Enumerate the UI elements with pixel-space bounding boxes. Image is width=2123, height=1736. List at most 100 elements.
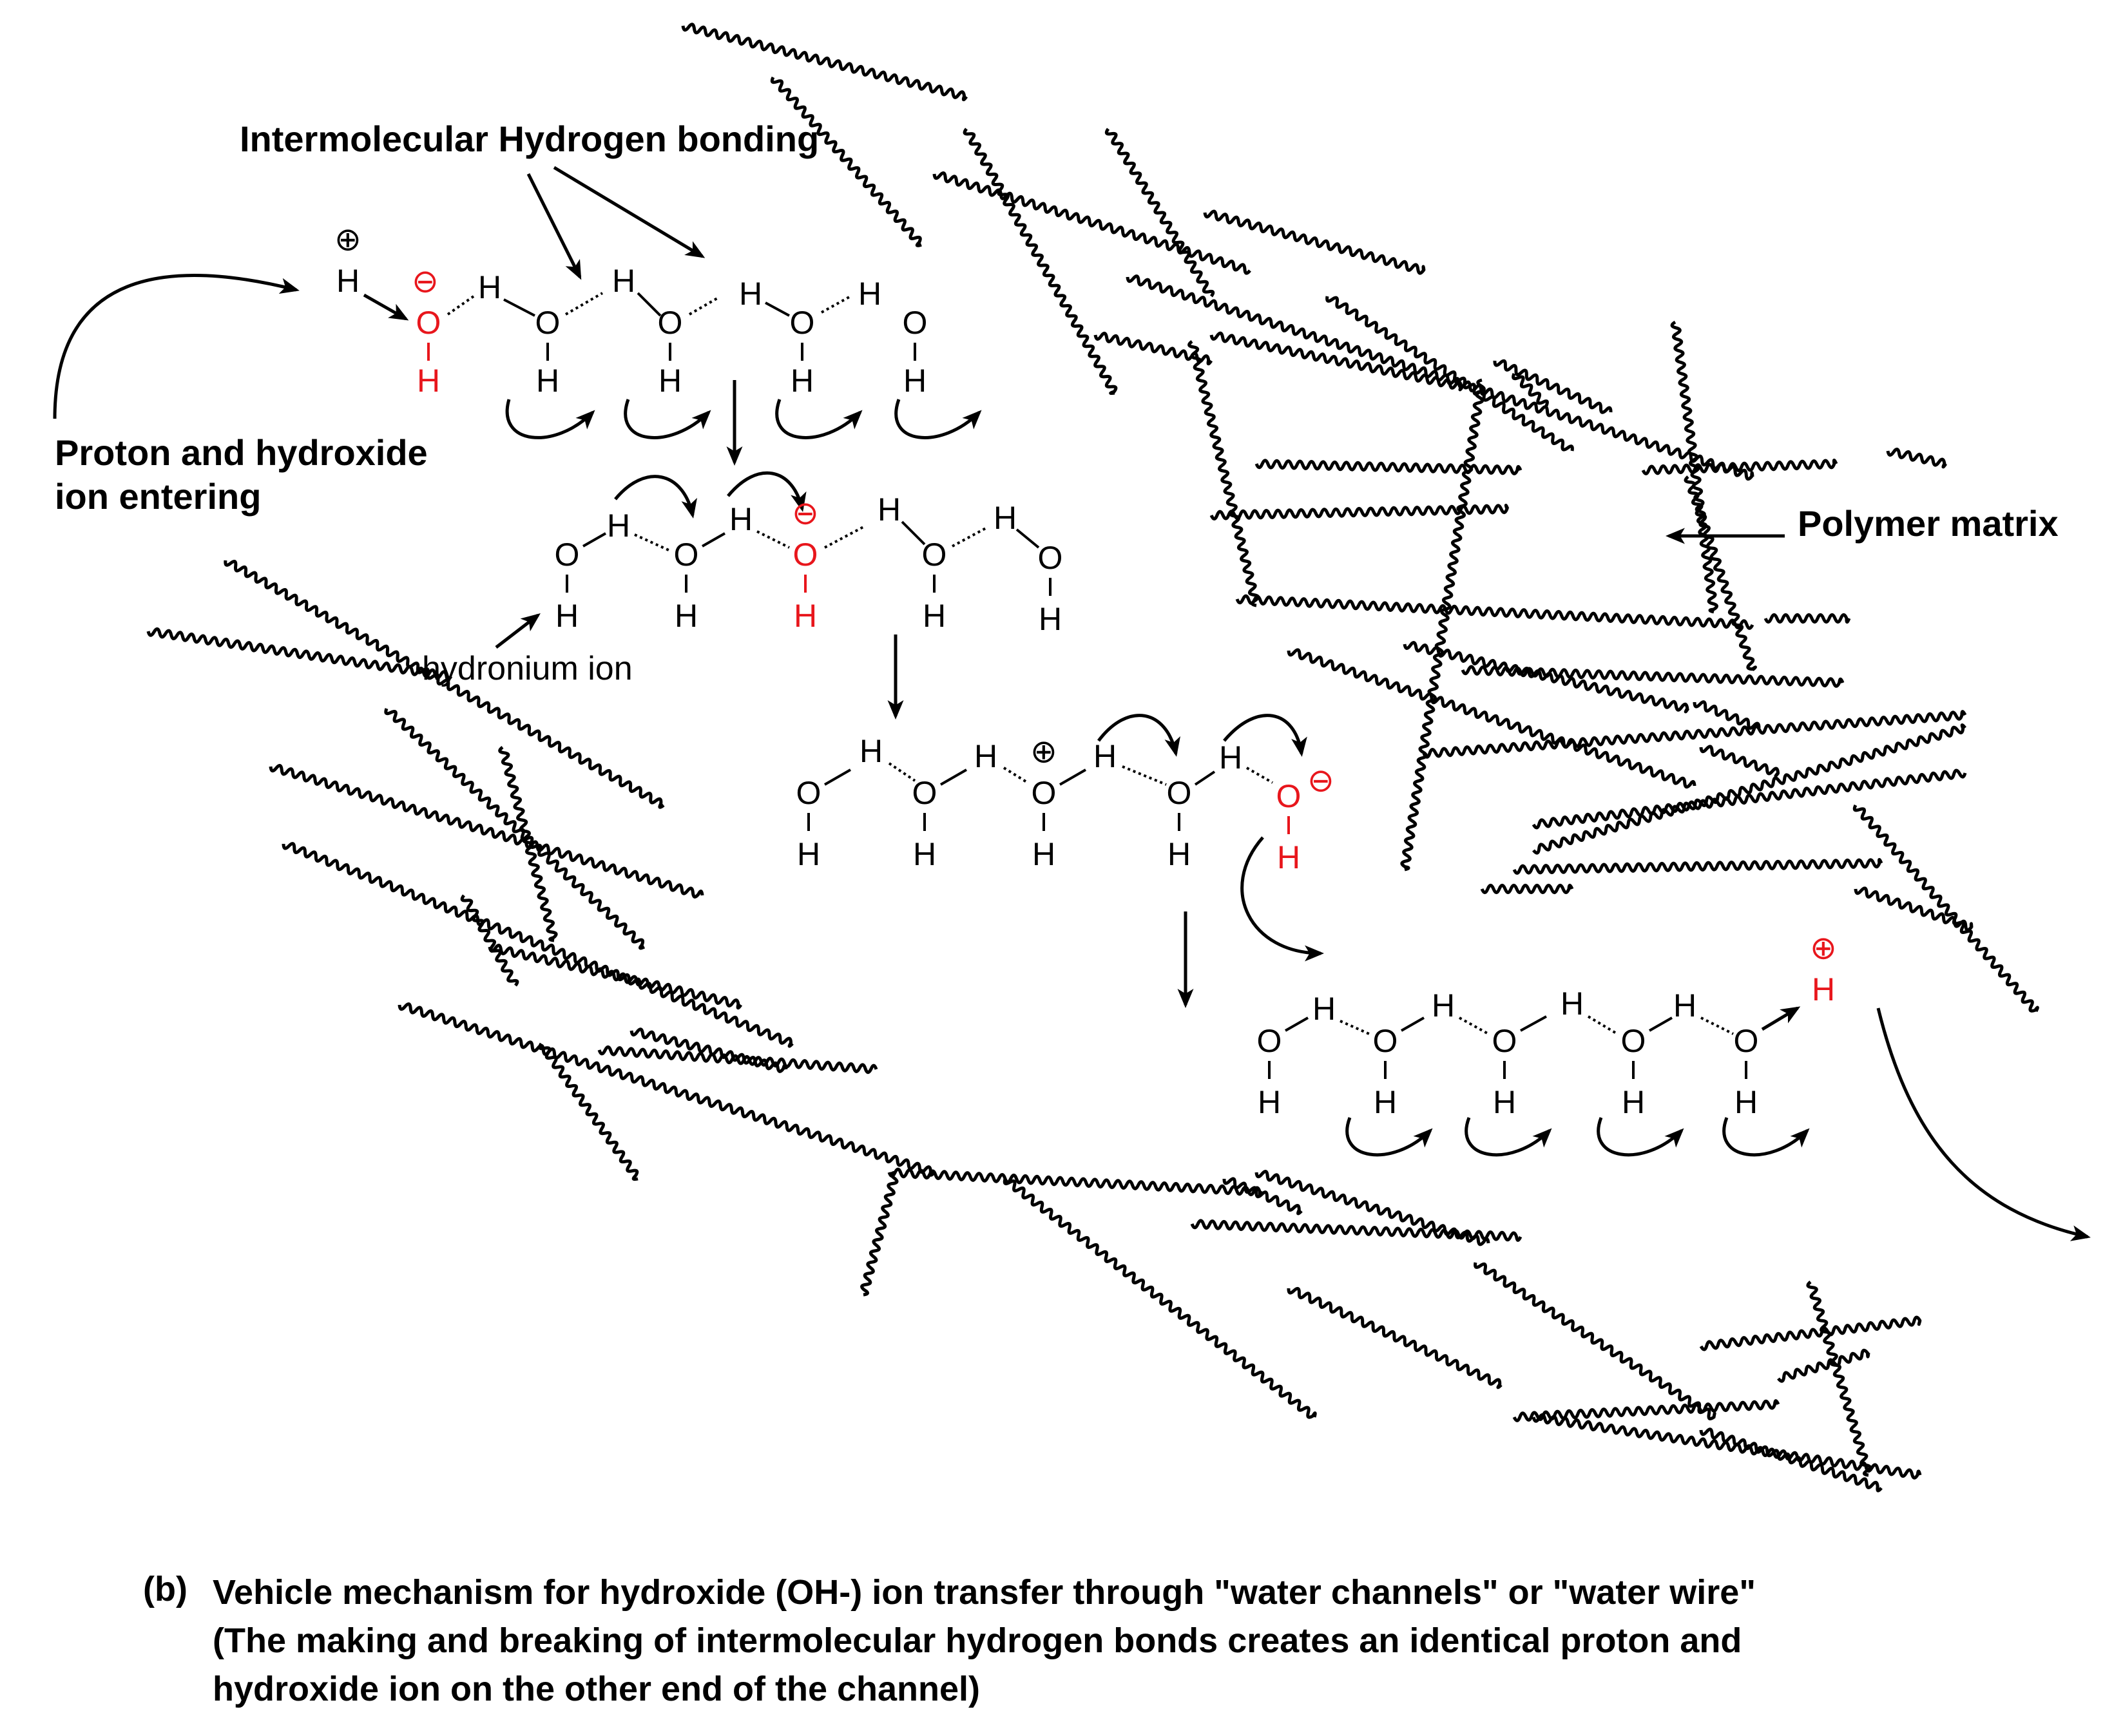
row4-bond-1 bbox=[1285, 1016, 1309, 1032]
polymer-chain bbox=[1684, 475, 1757, 671]
row1-hbond-1 bbox=[447, 295, 475, 316]
row1-curved-arrow-2 bbox=[624, 399, 711, 439]
polymer-chain bbox=[1699, 1315, 1922, 1351]
polymer-chain bbox=[1461, 665, 1845, 688]
row4-h4v: H bbox=[1622, 1084, 1645, 1120]
row2-hydroxide-h: H bbox=[794, 598, 817, 634]
row3-hydroxide-o: O bbox=[1276, 778, 1302, 814]
polymer-chain bbox=[1104, 128, 1215, 298]
row4-h2: H bbox=[1432, 987, 1455, 1024]
row1-h2: H bbox=[612, 263, 635, 299]
row1-curved-arrow-3 bbox=[775, 399, 863, 439]
row1-hbond-2 bbox=[564, 292, 604, 316]
row3-h4: H bbox=[1219, 739, 1242, 776]
row1-proton-h: H bbox=[336, 263, 360, 299]
polymer-chain bbox=[1400, 378, 1486, 872]
caption-line-3: hydroxide ion on the other end of the ch… bbox=[213, 1670, 980, 1708]
polymer-chain bbox=[1203, 209, 1426, 275]
row1-h4: H bbox=[858, 276, 881, 312]
row3-o1: O bbox=[796, 775, 821, 811]
row1-hbond-4 bbox=[821, 295, 851, 314]
polymer-chain bbox=[1532, 1413, 1922, 1480]
row3-h1: H bbox=[860, 733, 883, 769]
polymer-chain bbox=[1254, 459, 1523, 475]
hbond-pointer-arrow-2 bbox=[553, 166, 706, 258]
polymer-chain bbox=[1699, 1427, 1883, 1493]
row4-h3: H bbox=[1561, 986, 1584, 1022]
polymer-chain bbox=[146, 627, 453, 682]
row3-bond-4 bbox=[1194, 770, 1216, 786]
row4-h3v: H bbox=[1493, 1084, 1516, 1120]
polymer-chain bbox=[629, 1027, 788, 1073]
row2-h1: H bbox=[607, 508, 630, 544]
row3-bond-1 bbox=[824, 768, 851, 786]
hbond-pointer-arrow-1 bbox=[526, 173, 582, 280]
row2-h4: H bbox=[994, 500, 1017, 536]
polymer-chain bbox=[1532, 768, 1967, 830]
caption-line-1: Vehicle mechanism for hydroxide (OH-) io… bbox=[213, 1573, 1756, 1612]
polymer-chain bbox=[1693, 700, 1761, 730]
polymer-chain bbox=[963, 128, 1118, 395]
label-hydrogen-bonding: Intermolecular Hydrogen bonding bbox=[240, 119, 819, 159]
row4-hbond-4 bbox=[1700, 1016, 1734, 1035]
row1-water-chain: ⊕ H ⊖ O H H O H H O H H O H H O H bbox=[334, 221, 982, 439]
row2-h1v: H bbox=[555, 598, 579, 634]
row4-h5v: H bbox=[1734, 1084, 1758, 1120]
polymer-chain bbox=[1852, 804, 2039, 1013]
row1-h1: H bbox=[478, 269, 501, 305]
row4-bond-3 bbox=[1520, 1015, 1547, 1032]
row1-curved-arrow-1 bbox=[505, 399, 595, 439]
polymer-chain bbox=[460, 894, 519, 987]
row3-hbond-4 bbox=[1246, 767, 1273, 784]
row4-hbond-2 bbox=[1459, 1016, 1489, 1035]
polymer-chain bbox=[1512, 1399, 1780, 1422]
polymer-matrix-chains bbox=[146, 23, 2039, 1493]
row4-hbond-1 bbox=[1340, 1020, 1370, 1035]
row3-curved-arrow-2 bbox=[1223, 714, 1307, 757]
row2-water-chain: O H H O H H ⊖ O H H O H H O H bbox=[555, 471, 1063, 637]
polymer-chain bbox=[1512, 373, 1549, 406]
polymer-chain bbox=[1403, 641, 1690, 714]
entering-curved-arrow bbox=[53, 274, 300, 419]
row2-o4: O bbox=[1038, 540, 1063, 576]
row3-h4v: H bbox=[1167, 836, 1191, 872]
row2-bond-1 bbox=[582, 532, 606, 548]
hydronium-pointer-arrow bbox=[495, 613, 541, 649]
row4-o2: O bbox=[1373, 1023, 1398, 1059]
row4-h4: H bbox=[1673, 987, 1696, 1024]
label-entering-line2: ion entering bbox=[55, 476, 261, 517]
row1-h1v: H bbox=[536, 363, 559, 399]
polymer-chain bbox=[1287, 1286, 1503, 1389]
row2-hydroxide-o: O bbox=[793, 537, 818, 573]
row4-h1: H bbox=[1312, 991, 1336, 1027]
row2-h2v: H bbox=[675, 598, 698, 634]
polymer-chain bbox=[1190, 1219, 1523, 1242]
row3-bond-2 bbox=[940, 768, 967, 786]
row3-h2v: H bbox=[913, 836, 936, 872]
row3-curved-arrow-1 bbox=[1097, 714, 1180, 757]
polymer-chain bbox=[1474, 1262, 1716, 1421]
row4-curved-arrow-3 bbox=[1597, 1117, 1684, 1157]
row3-o2: O bbox=[912, 775, 937, 811]
row4-hbond-3 bbox=[1587, 1015, 1619, 1035]
row2-hbond-4 bbox=[952, 527, 986, 548]
row2-h4v: H bbox=[1039, 601, 1062, 637]
polymer-chain bbox=[1209, 331, 1465, 392]
row3-hydroxide-minus: ⊖ bbox=[1307, 762, 1334, 799]
polymer-chain bbox=[1806, 1281, 1872, 1477]
polymer-chain bbox=[1003, 1178, 1317, 1419]
polymer-chain bbox=[1493, 359, 1613, 414]
polymer-chain bbox=[398, 1002, 936, 1177]
row4-curved-arrow-4 bbox=[1722, 1117, 1810, 1157]
polymer-chain bbox=[1670, 320, 1718, 614]
row2-h3v: H bbox=[923, 598, 946, 634]
row2-h2: H bbox=[729, 501, 753, 537]
polymer-chain bbox=[1886, 447, 1948, 469]
polymer-chain bbox=[269, 763, 704, 899]
row3-bond-3 bbox=[1059, 768, 1086, 786]
polymer-chain bbox=[384, 708, 646, 950]
caption-tag: (b) bbox=[143, 1570, 187, 1608]
polymer-chain bbox=[1641, 459, 1838, 475]
row4-proton-plus: ⊕ bbox=[1810, 930, 1837, 967]
